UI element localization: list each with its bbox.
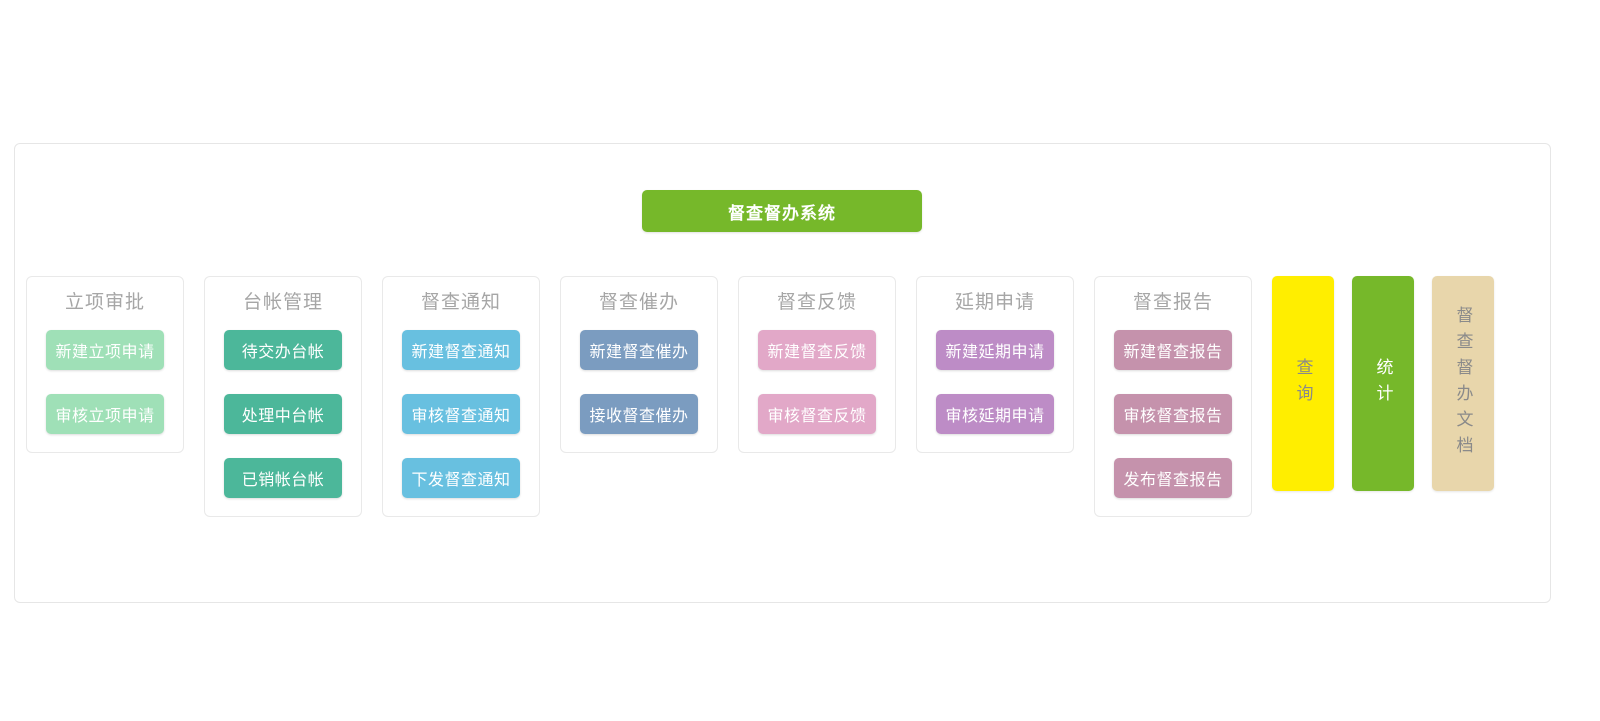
panel-button-extension-0[interactable]: 新建延期申请	[936, 330, 1054, 370]
panel-button-report-1[interactable]: 审核督查报告	[1114, 394, 1232, 434]
panel-title-approval: 立项审批	[64, 292, 145, 313]
panel-button-feedback-0[interactable]: 新建督查反馈	[758, 330, 876, 370]
side-bar-statistics[interactable]: 统计	[1352, 276, 1414, 491]
side-bar-query[interactable]: 查询	[1272, 276, 1334, 491]
panel-button-report-2[interactable]: 发布督查报告	[1114, 458, 1232, 498]
side-bar-label-query: 查询	[1293, 357, 1313, 410]
panel-title-report: 督查报告	[1132, 292, 1213, 313]
panel-title-reminder: 督查催办	[598, 292, 679, 313]
module-panel-ledger: 台帐管理待交办台帐处理中台帐已销帐台帐	[204, 276, 362, 517]
side-bar-label-documents: 督查督办文档	[1453, 305, 1473, 462]
panel-title-feedback: 督查反馈	[776, 292, 857, 313]
panel-button-ledger-2[interactable]: 已销帐台帐	[224, 458, 342, 498]
panel-button-report-0[interactable]: 新建督查报告	[1114, 330, 1232, 370]
panel-title-extension: 延期申请	[954, 292, 1035, 313]
module-panel-approval: 立项审批新建立项申请审核立项申请	[26, 276, 184, 453]
panel-button-notice-0[interactable]: 新建督查通知	[402, 330, 520, 370]
module-panel-feedback: 督查反馈新建督查反馈审核督查反馈	[738, 276, 896, 453]
module-panels-row: 立项审批新建立项申请审核立项申请台帐管理待交办台帐处理中台帐已销帐台帐督查通知新…	[26, 276, 1536, 536]
side-bars-group: 查询 统计 督查督办文档	[1272, 276, 1494, 491]
module-panel-report: 督查报告新建督查报告审核督查报告发布督查报告	[1094, 276, 1252, 517]
system-title-button[interactable]: 督查督办系统	[642, 190, 922, 232]
module-panel-extension: 延期申请新建延期申请审核延期申请	[916, 276, 1074, 453]
panel-button-ledger-1[interactable]: 处理中台帐	[224, 394, 342, 434]
panel-button-notice-2[interactable]: 下发督查通知	[402, 458, 520, 498]
panel-button-ledger-0[interactable]: 待交办台帐	[224, 330, 342, 370]
panel-button-feedback-1[interactable]: 审核督查反馈	[758, 394, 876, 434]
panel-button-extension-1[interactable]: 审核延期申请	[936, 394, 1054, 434]
side-bar-label-statistics: 统计	[1373, 357, 1393, 410]
panel-button-approval-0[interactable]: 新建立项申请	[46, 330, 164, 370]
module-panel-notice: 督查通知新建督查通知审核督查通知下发督查通知	[382, 276, 540, 517]
panel-button-reminder-1[interactable]: 接收督查催办	[580, 394, 698, 434]
panel-button-notice-1[interactable]: 审核督查通知	[402, 394, 520, 434]
panel-button-approval-1[interactable]: 审核立项申请	[46, 394, 164, 434]
panel-title-notice: 督查通知	[420, 292, 501, 313]
side-bar-documents[interactable]: 督查督办文档	[1432, 276, 1494, 491]
module-panel-reminder: 督查催办新建督查催办接收督查催办	[560, 276, 718, 453]
panel-button-reminder-0[interactable]: 新建督查催办	[580, 330, 698, 370]
panel-title-ledger: 台帐管理	[242, 292, 323, 313]
